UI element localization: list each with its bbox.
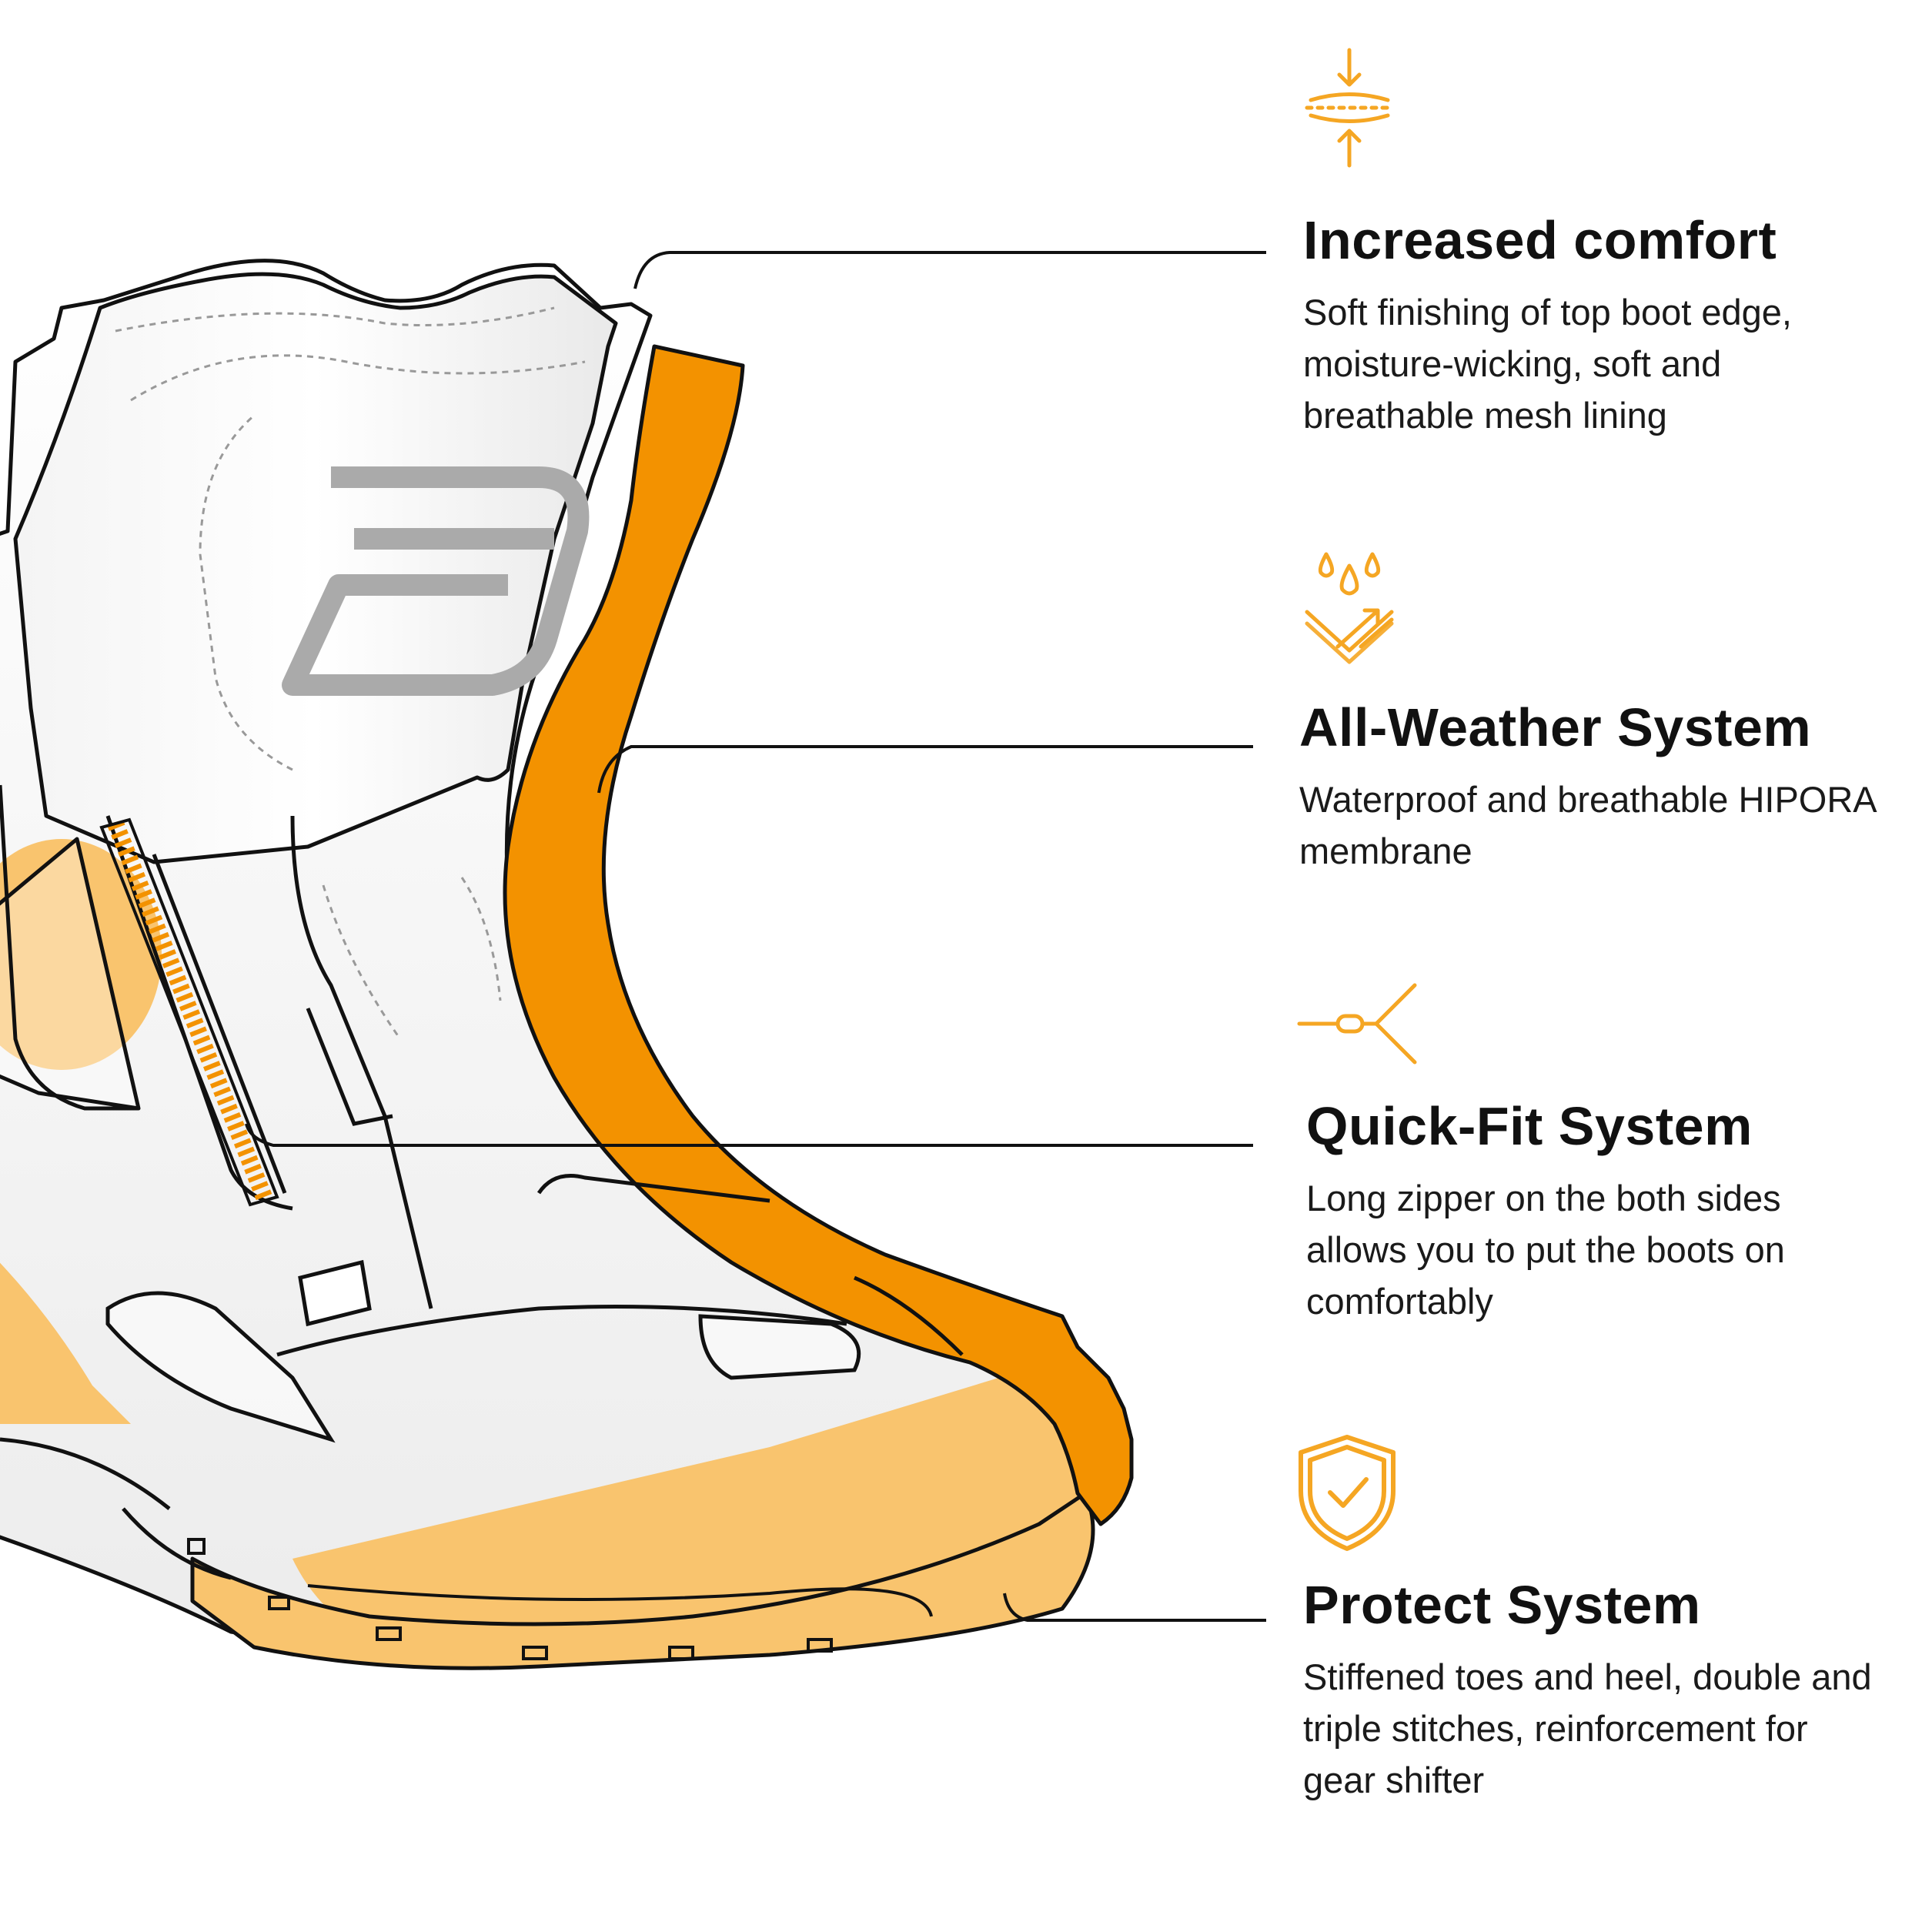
feature-title: Increased comfort: [1303, 210, 1777, 270]
upper-panel: [13, 272, 618, 864]
protect-zone-heel: [0, 1262, 131, 1424]
feature-title: Quick-Fit System: [1306, 1096, 1753, 1156]
feature-title: Protect System: [1303, 1575, 1701, 1635]
callout-line-quickfit: [245, 1123, 1253, 1147]
sole: [190, 1491, 1095, 1670]
feature-title: All-Weather System: [1299, 697, 1812, 757]
shield-check-icon: [1299, 1435, 1396, 1551]
ankle-shell: [0, 837, 141, 1111]
brand-logo: [282, 466, 590, 696]
callout-lines: [245, 251, 1266, 1622]
lining-cross-section: [503, 344, 1134, 1526]
callout-line-comfort: [633, 251, 1266, 289]
zipper-pull-icon: [1297, 983, 1417, 1065]
ankle-protector-zone: [0, 839, 162, 1070]
feature-description: Waterproof and breathable HIPORA membran…: [1299, 779, 1876, 871]
feature-description: Soft finishing of top boot edge, moistur…: [1303, 292, 1792, 436]
feature-description: Stiffened toes and heel, double and trip…: [1303, 1656, 1872, 1800]
callout-line-weather: [597, 745, 1253, 794]
callout-line-protect: [1003, 1593, 1266, 1622]
zipper: [99, 817, 279, 1207]
water-drops-breathable-icon: [1305, 552, 1394, 664]
feature-description: Long zipper on the both sides allows you…: [1306, 1178, 1785, 1322]
compression-icon: [1305, 48, 1394, 168]
